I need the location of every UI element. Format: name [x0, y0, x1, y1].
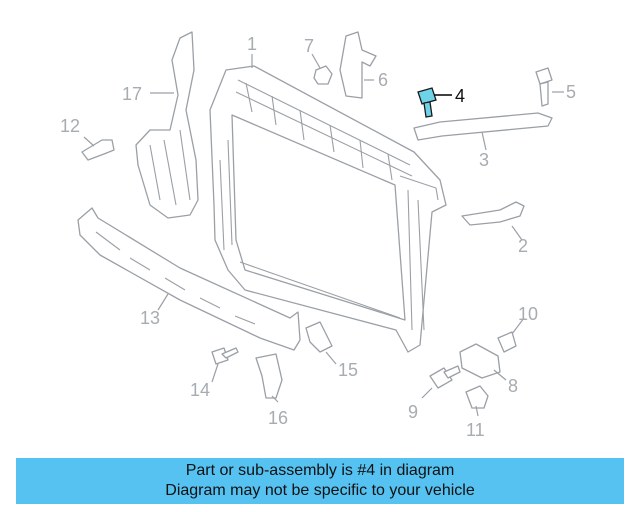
callout-2: 2	[518, 236, 528, 256]
bracket-11	[465, 385, 489, 409]
parts-diagram: 1 2 3 4 5 6 7 8 9 10 11 12 13 14 15 16 1…	[60, 31, 576, 440]
callout-9: 9	[408, 402, 418, 422]
upper-bracket	[339, 31, 377, 99]
side-bracket	[461, 201, 525, 226]
brace-bar	[413, 112, 553, 141]
callout-12: 12	[60, 116, 80, 136]
info-banner: Part or sub-assembly is #4 in diagram Di…	[16, 458, 624, 504]
bolt-5	[535, 67, 553, 107]
lower-bar	[77, 207, 301, 351]
callout-1: 1	[247, 34, 257, 54]
clip-12	[81, 139, 115, 161]
bolt-14	[211, 347, 239, 365]
bolt-9	[429, 365, 461, 389]
callout-17: 17	[122, 84, 142, 104]
banner-line-disclaimer: Diagram may not be specific to your vehi…	[165, 482, 475, 499]
clip-15	[305, 321, 333, 353]
callout-11: 11	[466, 420, 485, 440]
callout-14: 14	[190, 380, 210, 400]
callout-13: 13	[140, 308, 160, 328]
radiator-support-frame	[209, 65, 447, 353]
callout-10: 10	[518, 304, 538, 324]
callout-8: 8	[508, 376, 518, 396]
callout-5: 5	[566, 82, 576, 102]
callout-7: 7	[304, 36, 314, 56]
clip-10	[497, 331, 517, 353]
callout-labels: 1 2 3 4 5 6 7 8 9 10 11 12 13 14 15 16 1…	[60, 34, 576, 440]
callout-6: 6	[378, 70, 388, 90]
banner-line-part-reference: Part or sub-assembly is #4 in diagram	[185, 462, 455, 479]
callout-15: 15	[338, 360, 358, 380]
bracket-8	[459, 343, 501, 379]
bolt-4-highlighted	[417, 87, 437, 118]
callout-4: 4	[455, 86, 465, 106]
side-air-guide	[135, 31, 199, 219]
leader-lines	[83, 53, 564, 417]
nut-7	[313, 65, 333, 85]
bracket-16	[255, 353, 283, 399]
callout-16: 16	[268, 408, 288, 428]
callout-3: 3	[479, 150, 489, 170]
